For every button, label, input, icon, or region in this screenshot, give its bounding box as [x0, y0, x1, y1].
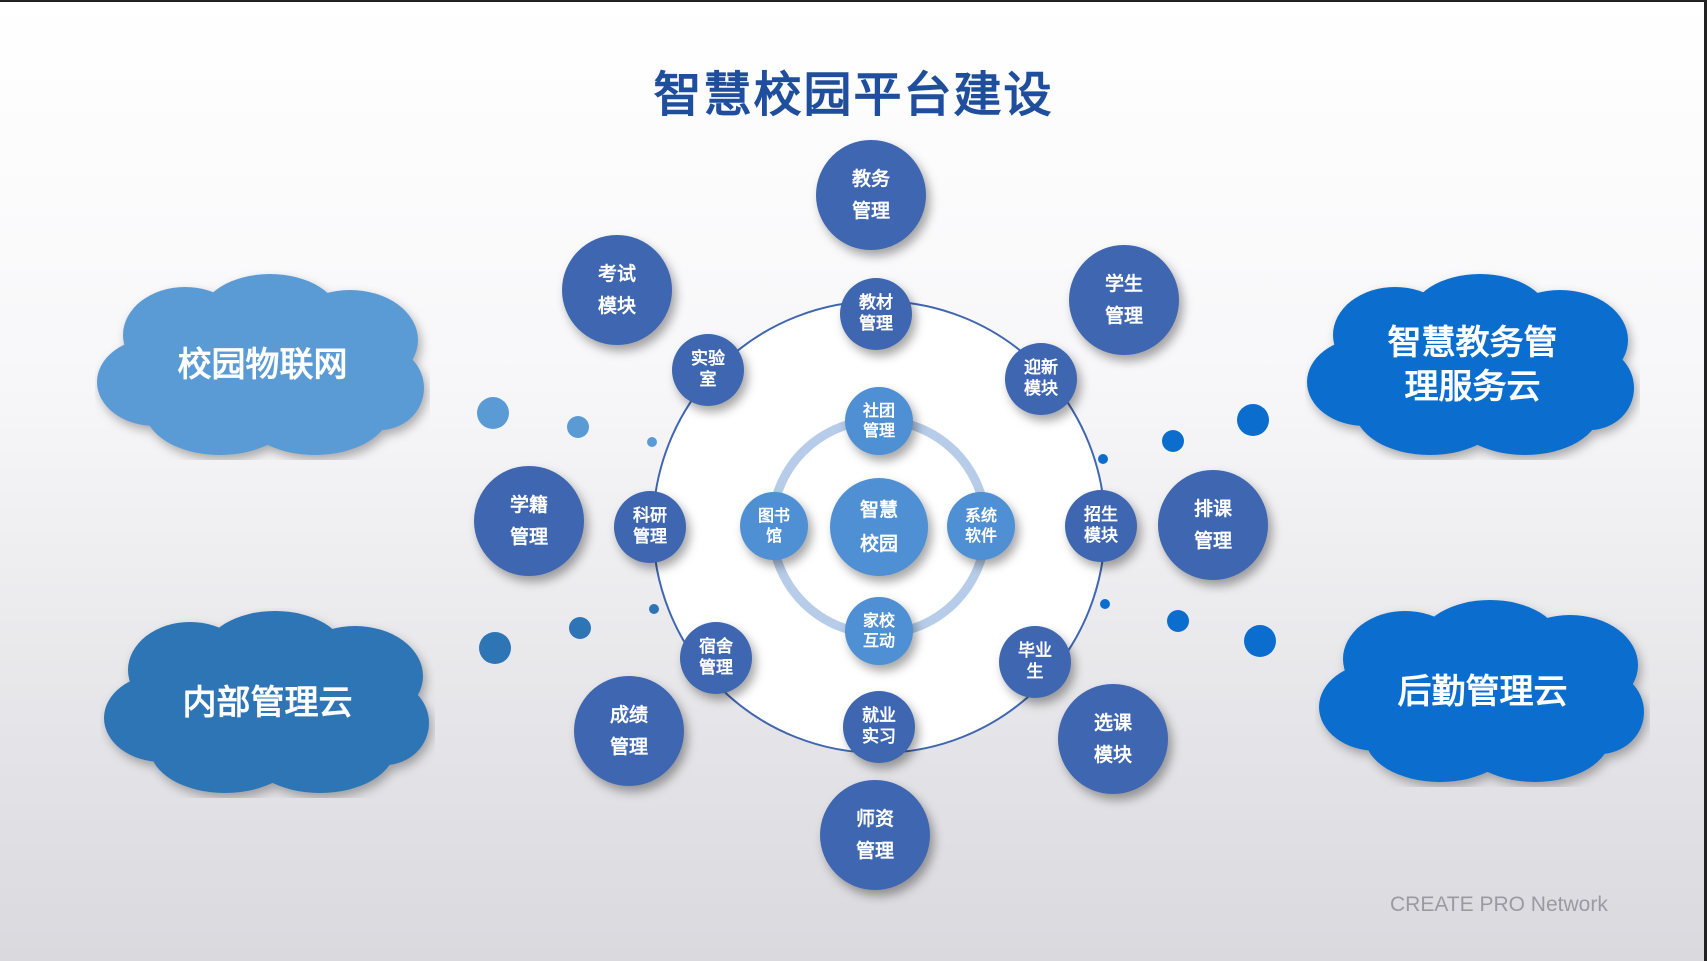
decor-dot: [649, 604, 659, 614]
ring-node-biye: 毕业 生: [999, 626, 1071, 698]
ring-node-zhaosheng: 招生 模块: [1065, 490, 1137, 562]
outer-node-paike: 排课 管理: [1158, 470, 1268, 580]
center-node: 智慧 校园: [830, 478, 928, 576]
outer-node-chengji: 成绩 管理: [574, 676, 684, 786]
decor-dot: [567, 416, 589, 438]
watermark: CREATE PRO Network: [1390, 893, 1608, 916]
outer-node-xuesheng: 学生 管理: [1069, 245, 1179, 355]
ring-node-keyan: 科研 管理: [614, 491, 686, 563]
cloud-shape: [104, 611, 429, 793]
ring-node-yingxin: 迎新 模块: [1005, 343, 1077, 415]
cloud-label: 内部管理云: [182, 683, 353, 723]
cloud-shape: [1307, 274, 1634, 455]
inner-node-jiaxiao: 家校 互动: [845, 597, 913, 665]
decor-dot: [647, 437, 657, 447]
page-title: 智慧校园平台建设: [653, 67, 1054, 123]
ring-node-jiaocai: 教材 管理: [840, 278, 912, 350]
decor-dot: [1167, 610, 1189, 632]
inner-node-shetuan: 社团 管理: [845, 387, 913, 455]
outer-node-shizi: 师资 管理: [820, 780, 930, 890]
outer-node-jiaowu: 教务 管理: [816, 140, 926, 250]
decor-dot: [1100, 599, 1110, 609]
cloud-wulianwang: 校园物联网: [95, 270, 430, 460]
cloud-label: 后勤管理云: [1397, 672, 1568, 712]
cloud-label: 智慧教务管 理服务云: [1387, 323, 1558, 407]
decor-dot: [477, 397, 509, 429]
inner-node-tushuguan: 图书 馆: [740, 492, 808, 560]
decor-dot: [1237, 404, 1269, 436]
outer-node-kaoshi: 考试 模块: [562, 235, 672, 345]
decor-dot: [569, 617, 591, 639]
decor-dot: [1162, 430, 1184, 452]
inner-node-xitong: 系统 软件: [947, 492, 1015, 560]
ring-node-shiyanshi: 实验 室: [672, 334, 744, 406]
outer-node-xuanke: 选课 模块: [1058, 684, 1168, 794]
cloud-houqin: 后勤管理云: [1315, 597, 1650, 787]
decor-dot: [479, 632, 511, 664]
cloud-neibu: 内部管理云: [100, 608, 435, 798]
ring-node-sushe: 宿舍 管理: [680, 622, 752, 694]
outer-node-xueji: 学籍 管理: [474, 466, 584, 576]
decor-dot: [1244, 625, 1276, 657]
decor-dot: [1098, 454, 1108, 464]
cloud-shape: [97, 274, 424, 455]
cloud-shape: [1319, 600, 1644, 782]
ring-node-jiuye: 就业 实习: [843, 691, 915, 763]
cloud-jiaowuyun: 智慧教务管 理服务云: [1305, 270, 1640, 460]
cloud-label: 校园物联网: [177, 345, 348, 385]
